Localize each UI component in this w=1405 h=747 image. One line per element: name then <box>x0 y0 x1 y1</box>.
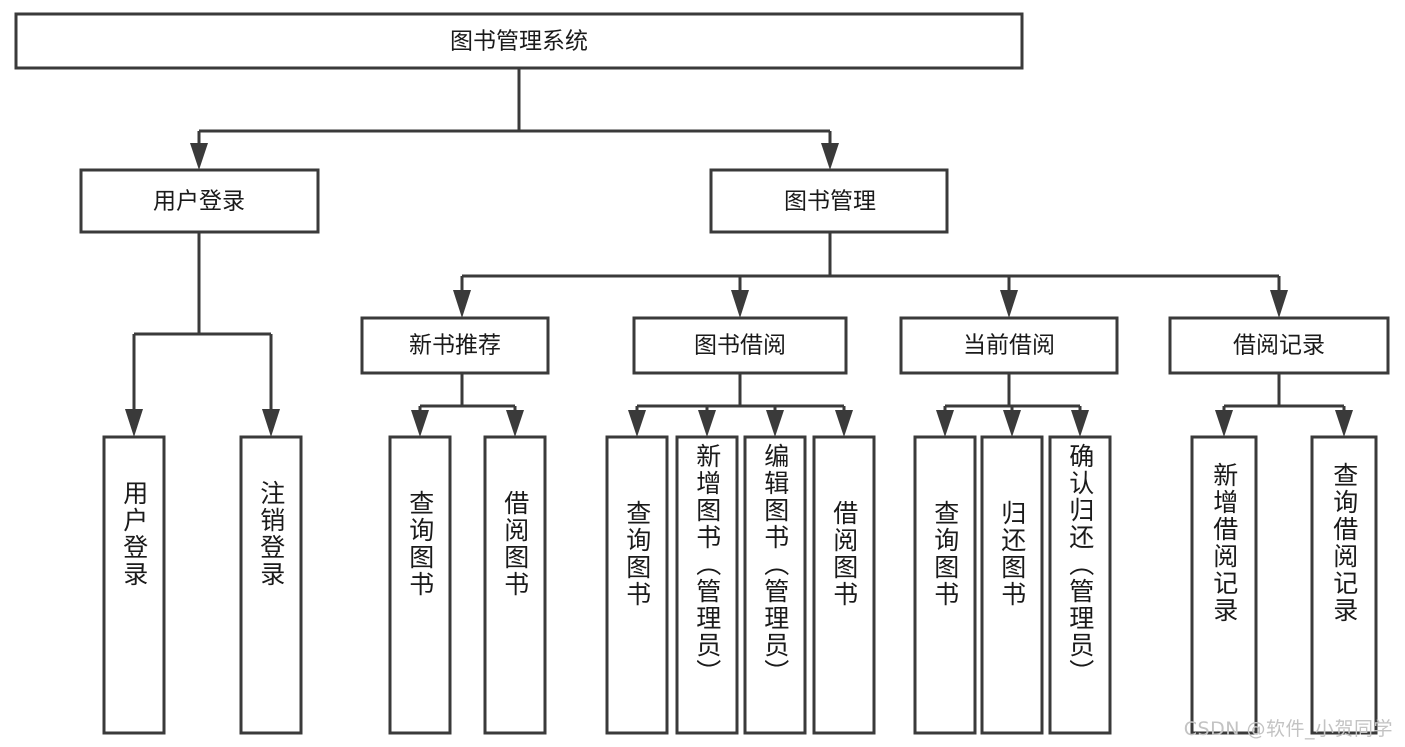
leaf-box-edit-book-admin[interactable] <box>743 435 807 735</box>
arrow-head-icon <box>1215 410 1233 437</box>
arrow-head-icon <box>1003 410 1021 437</box>
leaf-box-add-borrow-record[interactable] <box>1190 435 1258 735</box>
leaf-box-confirm-return-admin[interactable] <box>1048 435 1112 735</box>
arrow-head-icon <box>821 143 839 170</box>
node-new-book-recommend-label: 新书推荐 <box>409 333 501 359</box>
leaf-box-borrow-book-bb[interactable] <box>812 435 876 735</box>
connector-book-borrow-to-leaves <box>628 373 853 437</box>
arrow-head-icon <box>835 410 853 437</box>
node-book-borrow[interactable]: 图书借阅 <box>632 316 848 375</box>
node-current-borrow[interactable]: 当前借阅 <box>899 316 1119 375</box>
connector-root-to-level2 <box>190 68 839 170</box>
arrow-head-icon <box>766 410 784 437</box>
connector-borrow-record-to-leaves <box>1215 373 1353 437</box>
node-book-management-label: 图书管理 <box>784 189 876 215</box>
leaf-box-query-borrow-record[interactable] <box>1310 435 1378 735</box>
arrow-head-icon <box>262 409 280 437</box>
arrow-head-icon <box>411 410 429 437</box>
arrow-head-icon <box>506 410 524 437</box>
arrow-head-icon <box>1335 410 1353 437</box>
node-root-book-management-system[interactable]: 图书管理系统 <box>14 12 1024 70</box>
leaf-box-query-book-bb[interactable] <box>605 435 669 735</box>
leaf-box-return-book[interactable] <box>980 435 1044 735</box>
arrow-head-icon <box>1270 290 1288 318</box>
arrow-head-icon <box>731 290 749 318</box>
node-user-login[interactable]: 用户登录 <box>79 168 320 234</box>
node-book-borrow-label: 图书借阅 <box>694 333 786 359</box>
node-root-label: 图书管理系统 <box>450 29 588 55</box>
node-borrow-record-label: 借阅记录 <box>1233 333 1325 359</box>
leaf-box-add-book-admin[interactable] <box>675 435 739 735</box>
node-user-login-label: 用户登录 <box>153 189 245 215</box>
leaf-box-logout[interactable] <box>239 435 303 735</box>
connector-new-book-to-leaves <box>411 373 524 437</box>
leaf-box-query-book-cb[interactable] <box>913 435 977 735</box>
leaf-box-user-login[interactable] <box>102 435 166 735</box>
connector-current-borrow-to-leaves <box>936 373 1089 437</box>
connector-book-manage-to-level3 <box>453 232 1288 318</box>
arrow-head-icon <box>190 143 208 170</box>
arrow-head-icon <box>453 290 471 318</box>
node-current-borrow-label: 当前借阅 <box>963 333 1055 359</box>
leaf-box-borrow-book-nbr[interactable] <box>483 435 547 735</box>
node-new-book-recommend[interactable]: 新书推荐 <box>360 316 550 375</box>
node-borrow-record[interactable]: 借阅记录 <box>1168 316 1390 375</box>
arrow-head-icon <box>698 410 716 437</box>
arrow-head-icon <box>628 410 646 437</box>
connector-user-login-to-leaves <box>125 232 280 437</box>
arrow-head-icon <box>936 410 954 437</box>
arrow-head-icon <box>125 409 143 437</box>
csdn-watermark: CSDN @软件_小贺同学 <box>1183 718 1393 740</box>
arrow-head-icon <box>1071 410 1089 437</box>
node-book-management[interactable]: 图书管理 <box>709 168 949 234</box>
arrow-head-icon <box>1000 290 1018 318</box>
leaf-box-query-book-nbr[interactable] <box>388 435 452 735</box>
